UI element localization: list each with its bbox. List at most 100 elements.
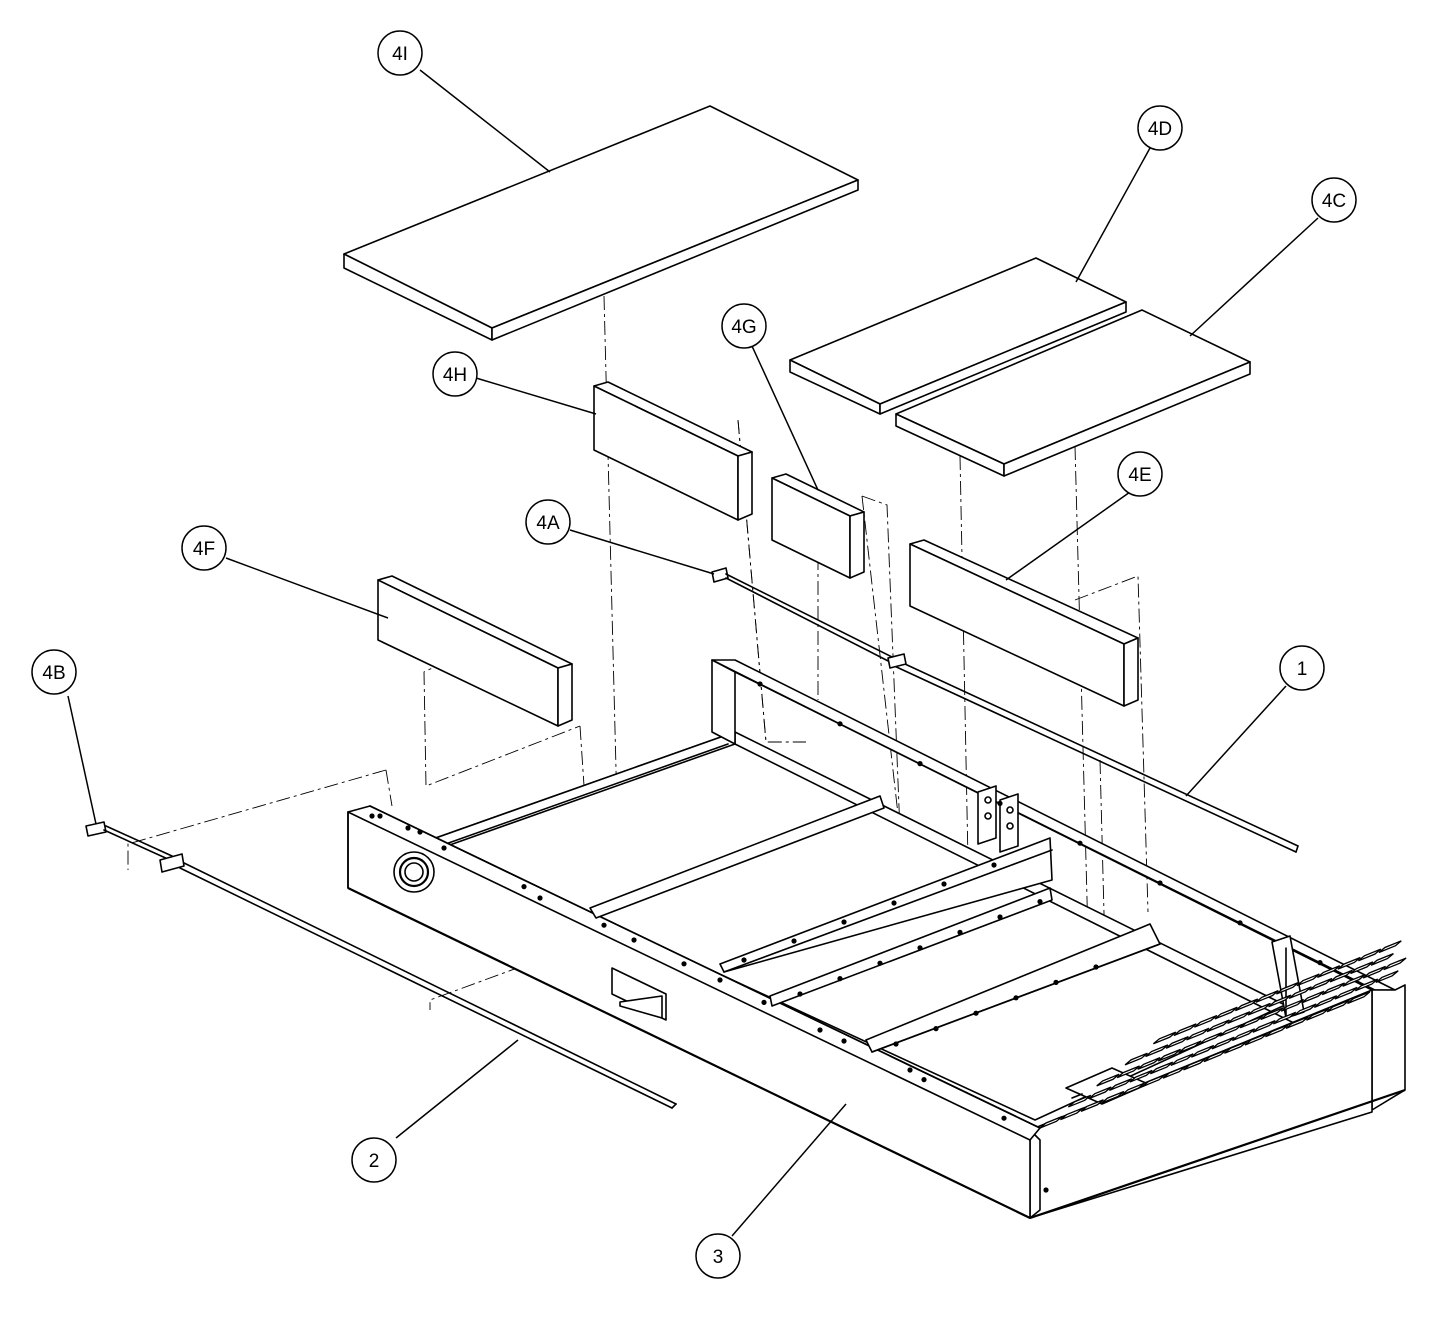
callout-4h: 4H bbox=[432, 351, 478, 397]
callout-4c: 4C bbox=[1311, 177, 1357, 223]
mounting-hole bbox=[1237, 920, 1243, 926]
mounting-hole bbox=[405, 825, 411, 831]
vent-cell bbox=[1137, 1057, 1161, 1070]
mounting-hole bbox=[907, 1067, 913, 1073]
vent-cell bbox=[1193, 1014, 1218, 1028]
vent-cell bbox=[1313, 995, 1338, 1008]
vent-cell bbox=[1370, 953, 1394, 966]
tray-assembly bbox=[347, 659, 1407, 1220]
callout-2: 2 bbox=[351, 1137, 397, 1183]
gasket-strip-4b bbox=[85, 821, 185, 873]
mounting-hole bbox=[601, 922, 607, 928]
mounting-hole bbox=[761, 999, 767, 1006]
vent-cell bbox=[1165, 1036, 1189, 1049]
vent-cell bbox=[1190, 1044, 1215, 1058]
vent-cell bbox=[1231, 1028, 1256, 1042]
vent-cell bbox=[1234, 998, 1259, 1012]
vent-cell bbox=[1316, 965, 1341, 979]
svg-text:3: 3 bbox=[713, 1247, 724, 1268]
panel-4d bbox=[789, 257, 1127, 415]
gasket-strip-1 bbox=[889, 657, 1299, 853]
mounting-holes bbox=[369, 681, 1323, 1193]
vent-cell bbox=[1334, 986, 1358, 1000]
vent-cell bbox=[1337, 956, 1361, 970]
vent-cell bbox=[1255, 990, 1279, 1003]
vent-cell bbox=[1296, 973, 1320, 987]
vent-cell bbox=[1247, 1002, 1271, 1016]
svg-text:4D: 4D bbox=[1148, 119, 1172, 140]
vent-cell bbox=[1142, 1074, 1166, 1088]
svg-text:2: 2 bbox=[369, 1151, 380, 1172]
vent-cell bbox=[1108, 1078, 1133, 1091]
mounting-hole bbox=[841, 1038, 847, 1044]
mounting-hole bbox=[521, 884, 527, 890]
vent-cell bbox=[1157, 1048, 1182, 1062]
panel-4h bbox=[593, 381, 753, 521]
svg-text:4F: 4F bbox=[193, 539, 215, 560]
mounting-hole bbox=[797, 991, 803, 997]
mounting-hole bbox=[933, 1026, 939, 1032]
vent-cell bbox=[1285, 1016, 1309, 1030]
vent-cell bbox=[1288, 986, 1312, 1000]
panel-4c bbox=[895, 309, 1251, 477]
mounting-hole bbox=[973, 1010, 979, 1016]
vent-cell bbox=[1357, 948, 1382, 962]
tray-rear-end bbox=[711, 659, 736, 745]
vent-cell bbox=[1265, 1024, 1289, 1038]
vent-cell bbox=[1060, 1107, 1084, 1121]
cross-member-2 bbox=[719, 837, 1053, 973]
svg-text:4E: 4E bbox=[1128, 465, 1151, 486]
vent-cell bbox=[1206, 1019, 1230, 1033]
vent-cell bbox=[1039, 1115, 1063, 1129]
callout-1: 1 bbox=[1279, 645, 1325, 691]
vent-cell bbox=[1219, 1023, 1243, 1037]
callout-4e: 4E bbox=[1117, 451, 1163, 497]
vent-cell bbox=[1301, 990, 1325, 1004]
mounting-hole bbox=[741, 957, 747, 963]
panel-4i bbox=[343, 105, 859, 341]
vent-cell bbox=[1375, 970, 1399, 984]
callout-4b: 4B bbox=[31, 649, 77, 695]
vent-cell bbox=[1309, 977, 1333, 991]
mounting-hole bbox=[1013, 995, 1019, 1001]
vent-cell bbox=[1272, 1011, 1297, 1025]
vent-cell bbox=[1121, 1082, 1145, 1096]
vent-cell bbox=[1203, 1049, 1227, 1063]
callout-4a: 4A bbox=[525, 499, 571, 545]
vent-cell bbox=[1306, 1007, 1330, 1021]
callout-4i: 4I bbox=[377, 30, 423, 76]
callout-4d: 4D bbox=[1137, 105, 1183, 151]
mounting-hole bbox=[893, 1041, 899, 1047]
vent-cell bbox=[1152, 1031, 1177, 1045]
mounting-hole bbox=[757, 681, 763, 687]
vent-cell bbox=[1275, 981, 1300, 995]
gasket-strip-2 bbox=[179, 861, 677, 1109]
mounting-hole bbox=[417, 829, 423, 835]
mounting-hole bbox=[1157, 880, 1163, 886]
vent-cell bbox=[1183, 1057, 1207, 1071]
mounting-hole bbox=[1037, 899, 1043, 905]
mounting-hole bbox=[921, 1077, 927, 1083]
callout-4g: 4G bbox=[721, 303, 767, 349]
mounting-hole bbox=[1001, 1115, 1007, 1121]
svg-text:4I: 4I bbox=[392, 44, 408, 65]
vent-cell bbox=[1350, 961, 1374, 975]
vent-cell bbox=[1383, 957, 1407, 971]
mounting-hole bbox=[377, 813, 383, 819]
svg-text:4H: 4H bbox=[443, 365, 467, 386]
mounting-hole bbox=[369, 813, 375, 819]
mounting-hole bbox=[957, 929, 963, 936]
vent-cell bbox=[1244, 1032, 1268, 1046]
vent-cell bbox=[1329, 969, 1353, 983]
vent-cell bbox=[1162, 1065, 1186, 1079]
mounting-hole bbox=[997, 800, 1003, 807]
vent-cell bbox=[1347, 991, 1371, 1005]
mounting-hole bbox=[791, 938, 797, 944]
svg-text:4B: 4B bbox=[42, 663, 65, 684]
vent-cell bbox=[1124, 1052, 1148, 1066]
svg-text:4C: 4C bbox=[1322, 191, 1346, 212]
vent-cell bbox=[1145, 1044, 1169, 1058]
panel-4e bbox=[909, 539, 1139, 707]
vent-cell bbox=[1268, 994, 1292, 1008]
